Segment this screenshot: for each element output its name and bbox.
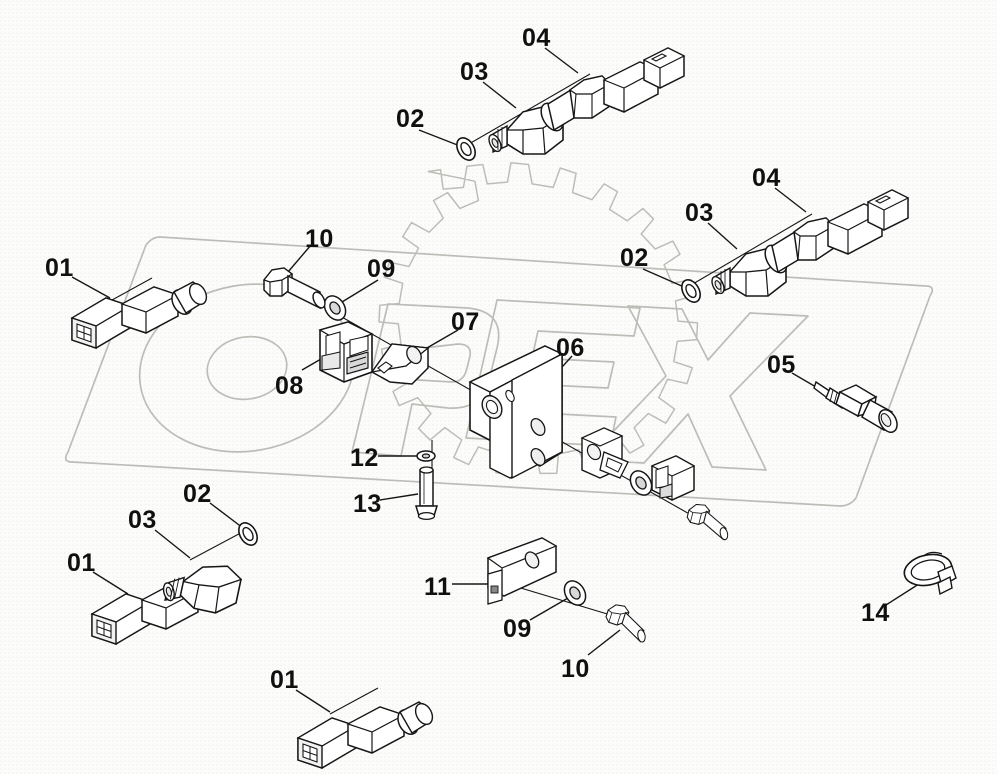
callout-label-09: 09 (503, 615, 532, 643)
part-12-lock-washer (416, 450, 436, 462)
callout-label-05: 05 (767, 351, 796, 379)
part-08-relay-module (318, 321, 374, 383)
callout-label-09: 09 (367, 255, 396, 283)
callout-label-04: 04 (752, 164, 781, 192)
part-tab-bracket-mid (580, 427, 629, 479)
part-06-main-bracket (468, 345, 564, 480)
part-11-clip-bracket (486, 537, 558, 605)
callout-label-02: 02 (183, 480, 212, 508)
part-01-connector-left (71, 280, 211, 349)
callout-label-06: 06 (556, 334, 585, 362)
part-02-oring-top (452, 133, 480, 165)
callout-label-03: 03 (128, 506, 157, 534)
callout-label-13: 13 (353, 490, 382, 518)
part-10-bolt-top (263, 267, 329, 311)
part-14-hose-clamp (903, 551, 957, 596)
part-04-switch-top (535, 47, 685, 136)
callout-label-12: 12 (350, 444, 379, 472)
callout-label-08: 08 (275, 372, 304, 400)
callout-label-07: 07 (451, 308, 480, 336)
part-clamp-mid (650, 455, 696, 501)
part-07-angle-bracket (370, 343, 430, 385)
callout-label-10: 10 (305, 225, 334, 253)
part-09-washer-lower (559, 576, 591, 610)
part-13-long-bolt (414, 466, 439, 521)
callout-label-10: 10 (561, 655, 590, 683)
callout-label-02: 02 (396, 105, 425, 133)
callout-label-03: 03 (685, 199, 714, 227)
callout-label-14: 14 (861, 599, 890, 627)
callout-label-01: 01 (67, 549, 96, 577)
part-01-connector-bottom (297, 700, 437, 769)
callout-label-01: 01 (270, 666, 299, 694)
callout-label-03: 03 (460, 58, 489, 86)
callout-label-01: 01 (45, 254, 74, 282)
part-10-bolt-mid (683, 501, 736, 543)
callout-label-11: 11 (424, 573, 452, 601)
callout-label-02: 02 (620, 244, 649, 272)
part-05-temperature-sender (813, 380, 898, 433)
callout-label-04: 04 (522, 24, 551, 52)
part-02-oring-lower (234, 518, 262, 550)
part-04-switch-right (759, 189, 909, 278)
